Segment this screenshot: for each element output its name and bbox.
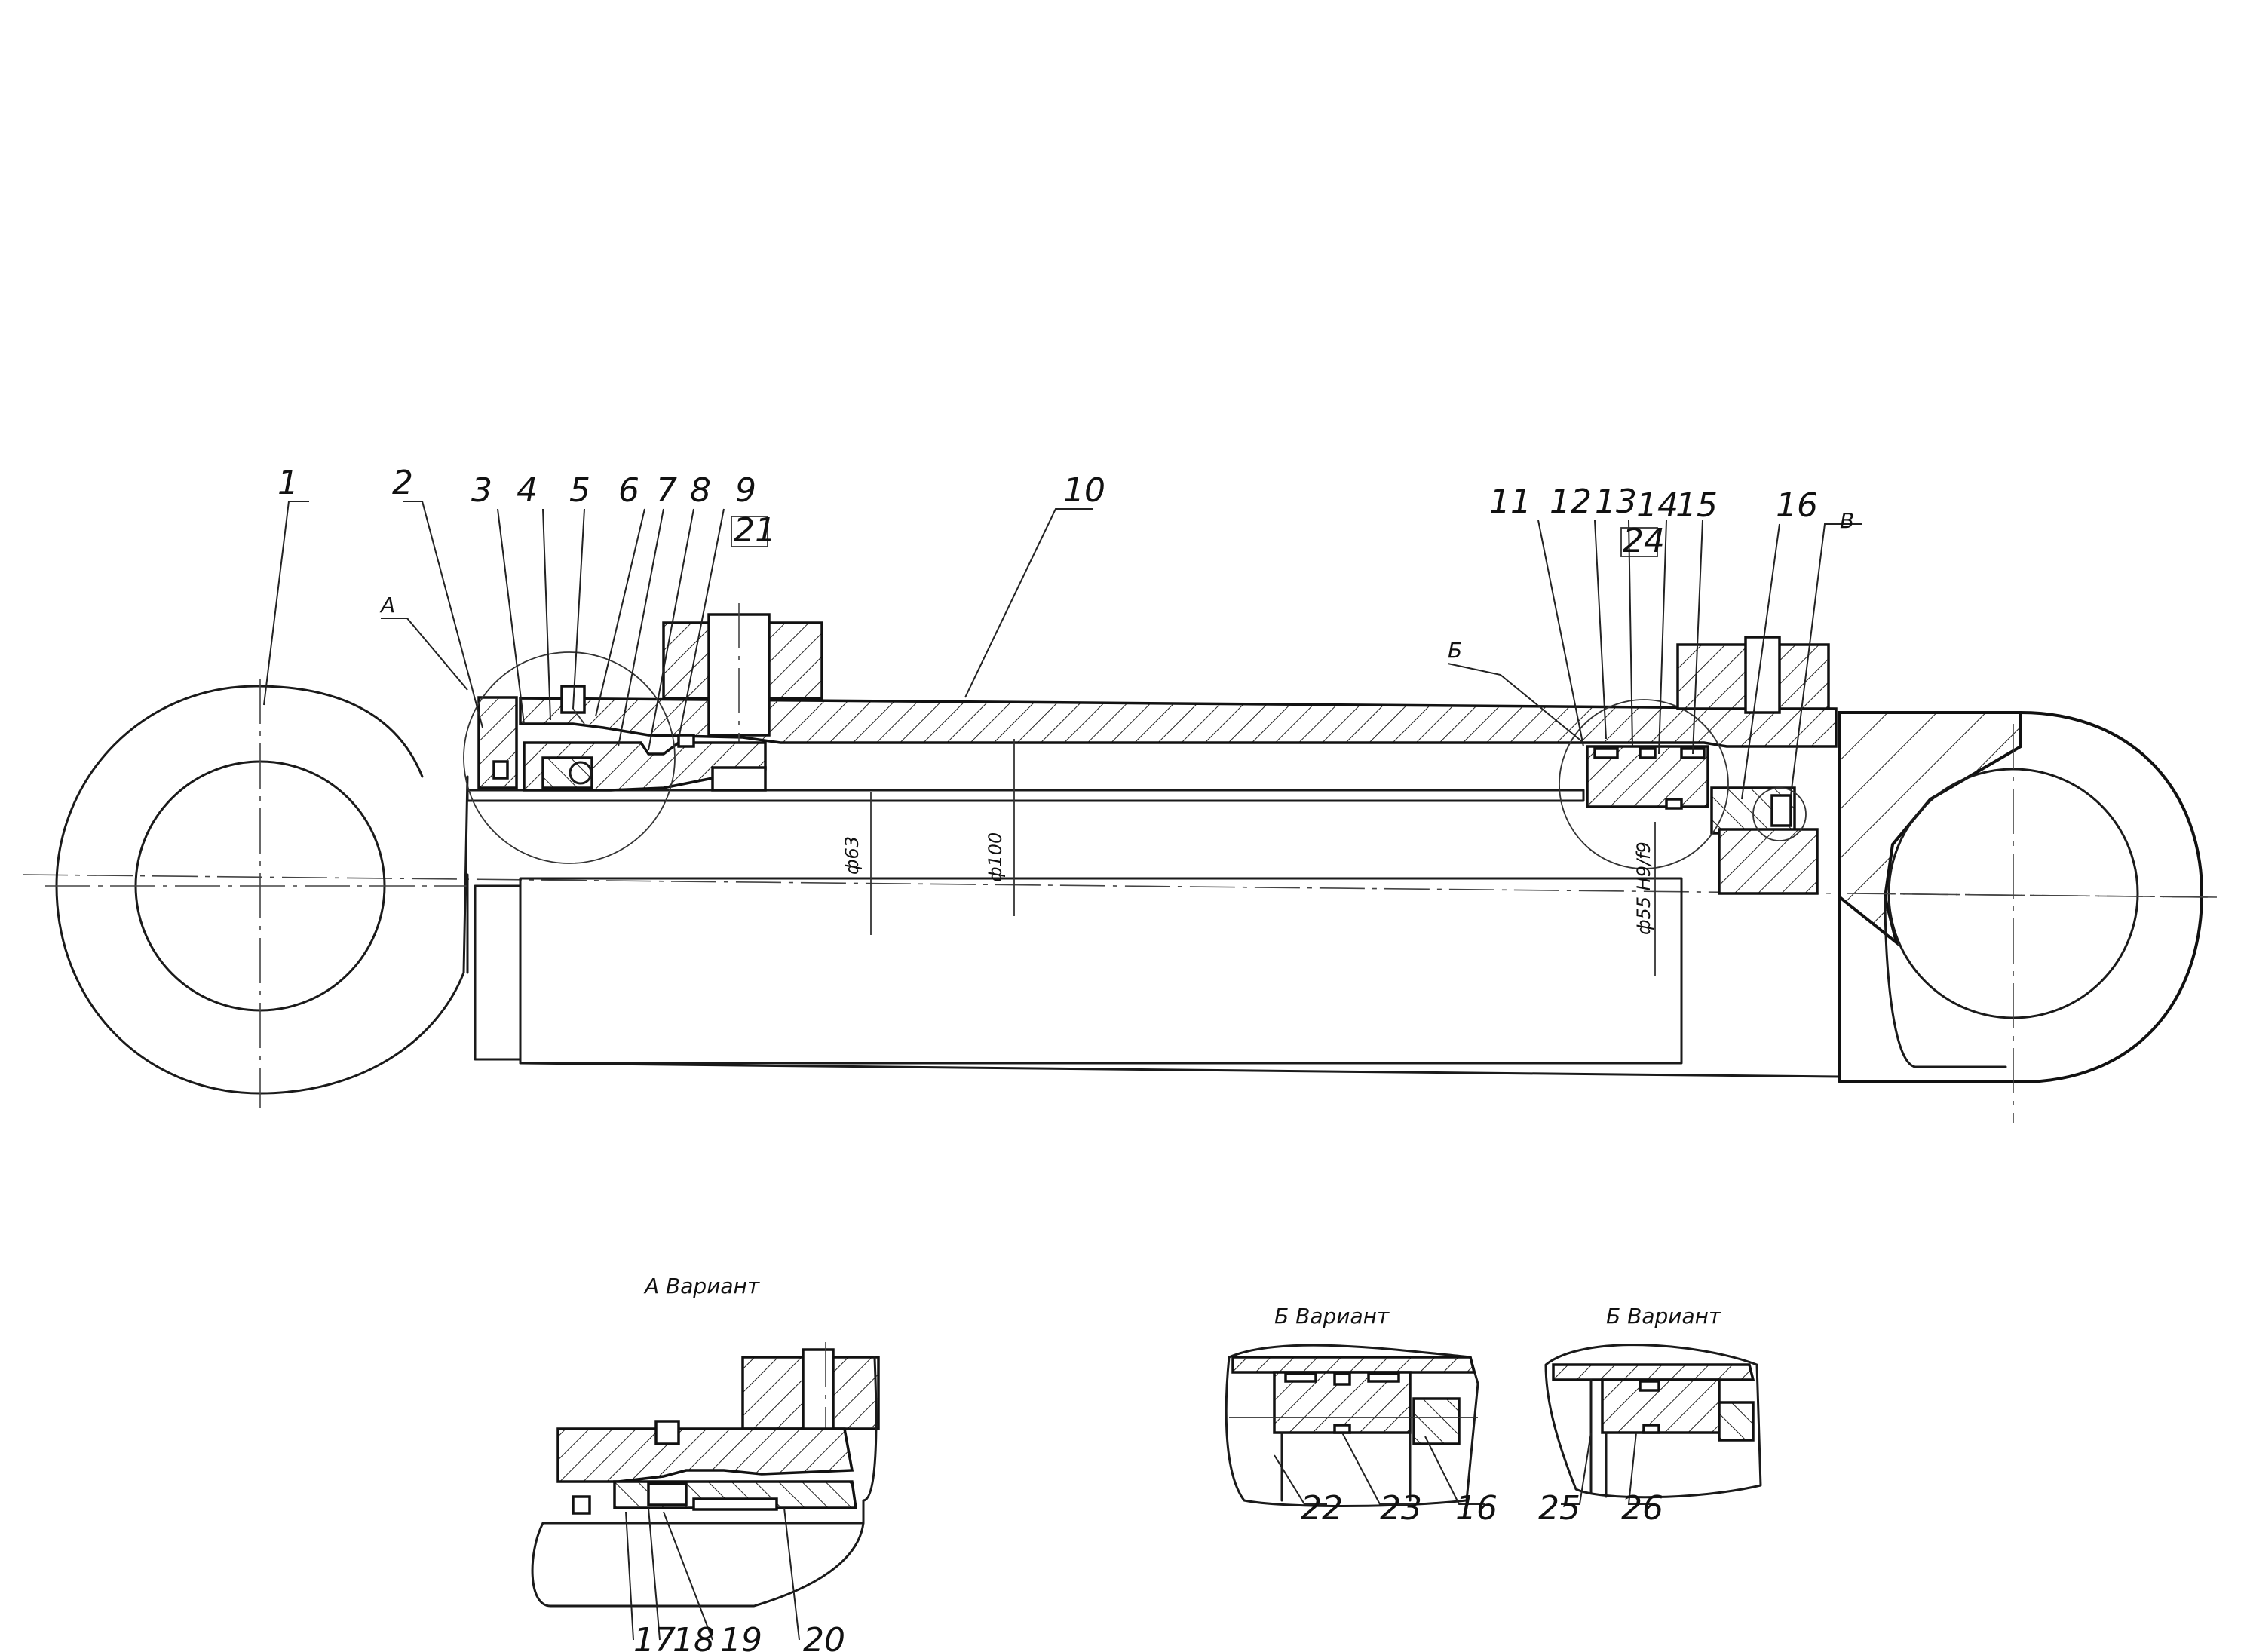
callout-11: 11 [1489,483,1531,521]
callout-2: 2 [392,464,413,502]
detail-circle-a [463,651,676,864]
view-b2-title: Б Вариант [1606,1304,1721,1329]
callout-1: 1 [277,464,299,502]
section-mark-v: В [1840,508,1854,533]
section-mark-a: А [379,593,395,618]
dim-piston-fit: ф55 H9/f9 [1633,841,1654,935]
detail-b1-leaders [1274,1432,1485,1505]
dimension-bore: ф100 [985,739,1015,916]
callout-22: 22 [1301,1489,1343,1528]
callout-18: 18 [673,1621,715,1652]
port-boss-left [662,603,823,746]
view-a-title: А Вариант [643,1273,760,1298]
dim-rod-diameter: ф63 [842,836,863,875]
callout-5: 5 [569,471,590,510]
leader-lines [263,501,1862,800]
section-mark-b: Б [1448,638,1462,663]
detail-view-b1: Б Вариант 22 23 16 [1225,1304,1498,1528]
callout-8: 8 [690,471,711,510]
callout-21: 21 [734,511,776,550]
rod-end-eye [45,679,469,1108]
callout-15: 15 [1675,486,1718,525]
cylinder-tube-wall [519,697,1838,748]
callout-9: 9 [735,471,756,510]
dimension-rod: ф63 [842,792,872,935]
callout-13: 13 [1595,483,1637,521]
callout-3: 3 [471,471,492,510]
callout-14: 14 [1636,486,1678,525]
callout-24: 24 [1623,522,1665,560]
cylinder-rear-eye [1838,711,2218,1123]
callout-20: 20 [803,1621,845,1652]
detail-a-leaders [625,1507,800,1641]
piston-assembly [1559,699,1819,895]
callout-7: 7 [656,471,677,510]
view-b1-title: Б Вариант [1274,1304,1390,1329]
callout-26: 26 [1621,1489,1663,1528]
callout-12: 12 [1550,483,1592,521]
dimension-piston: ф55 H9/f9 [1633,822,1656,976]
callout-4: 4 [517,471,538,510]
part-callouts: 1 2 3 4 5 6 7 8 9 21 10 11 12 13 14 15 2… [277,464,1854,663]
callout-16b: 16 [1455,1489,1498,1528]
callout-23: 23 [1380,1489,1422,1528]
gland-assembly [463,651,767,864]
detail-circle-b [1559,699,1729,869]
callout-16: 16 [1776,486,1818,525]
callout-25: 25 [1538,1489,1580,1528]
rod [466,789,1841,1078]
detail-circle-v [1752,787,1807,841]
detail-b2-leaders [1561,1432,1655,1505]
detail-view-a: А Вариант 17 18 19 20 [531,1273,880,1652]
callout-19: 19 [720,1621,762,1652]
callout-6: 6 [618,471,639,510]
main-view: ф63 ф100 ф55 H9/f9 [22,464,2218,1123]
callout-10: 10 [1063,471,1105,510]
dim-bore-diameter: ф100 [985,832,1006,882]
detail-view-b2: Б Вариант 25 26 [1538,1304,1762,1528]
callout-17: 17 [633,1621,676,1652]
